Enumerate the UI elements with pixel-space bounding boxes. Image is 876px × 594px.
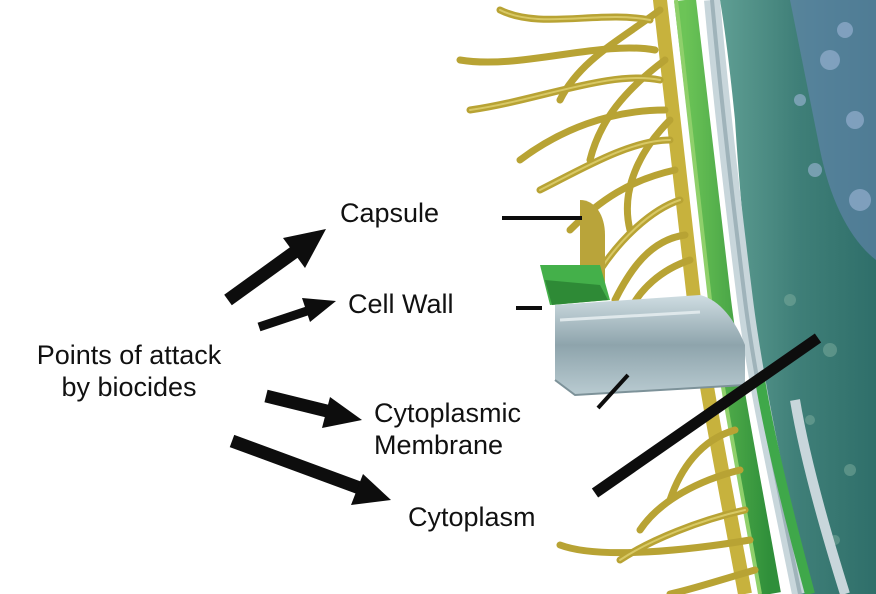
arrow-to-cytoplasmic-membrane xyxy=(266,396,362,428)
cytoplasmic-membrane-label: Cytoplasmic Membrane xyxy=(374,397,521,461)
arrow-to-capsule xyxy=(228,229,326,300)
points-of-attack-label: Points of attack by biocides xyxy=(10,339,248,403)
cytoplasmic-membrane-line1: Cytoplasmic xyxy=(374,397,521,429)
points-of-attack-line2: by biocides xyxy=(10,371,248,403)
cytoplasm-label: Cytoplasm xyxy=(408,501,536,533)
capsule-label: Capsule xyxy=(340,197,439,229)
points-of-attack-line1: Points of attack xyxy=(10,339,248,371)
biocide-arrows xyxy=(228,229,391,505)
cell-wall-label: Cell Wall xyxy=(348,288,454,320)
arrow-to-cell-wall xyxy=(259,298,336,327)
arrow-to-cytoplasm xyxy=(232,441,391,505)
cytoplasmic-membrane-line2: Membrane xyxy=(374,429,521,461)
